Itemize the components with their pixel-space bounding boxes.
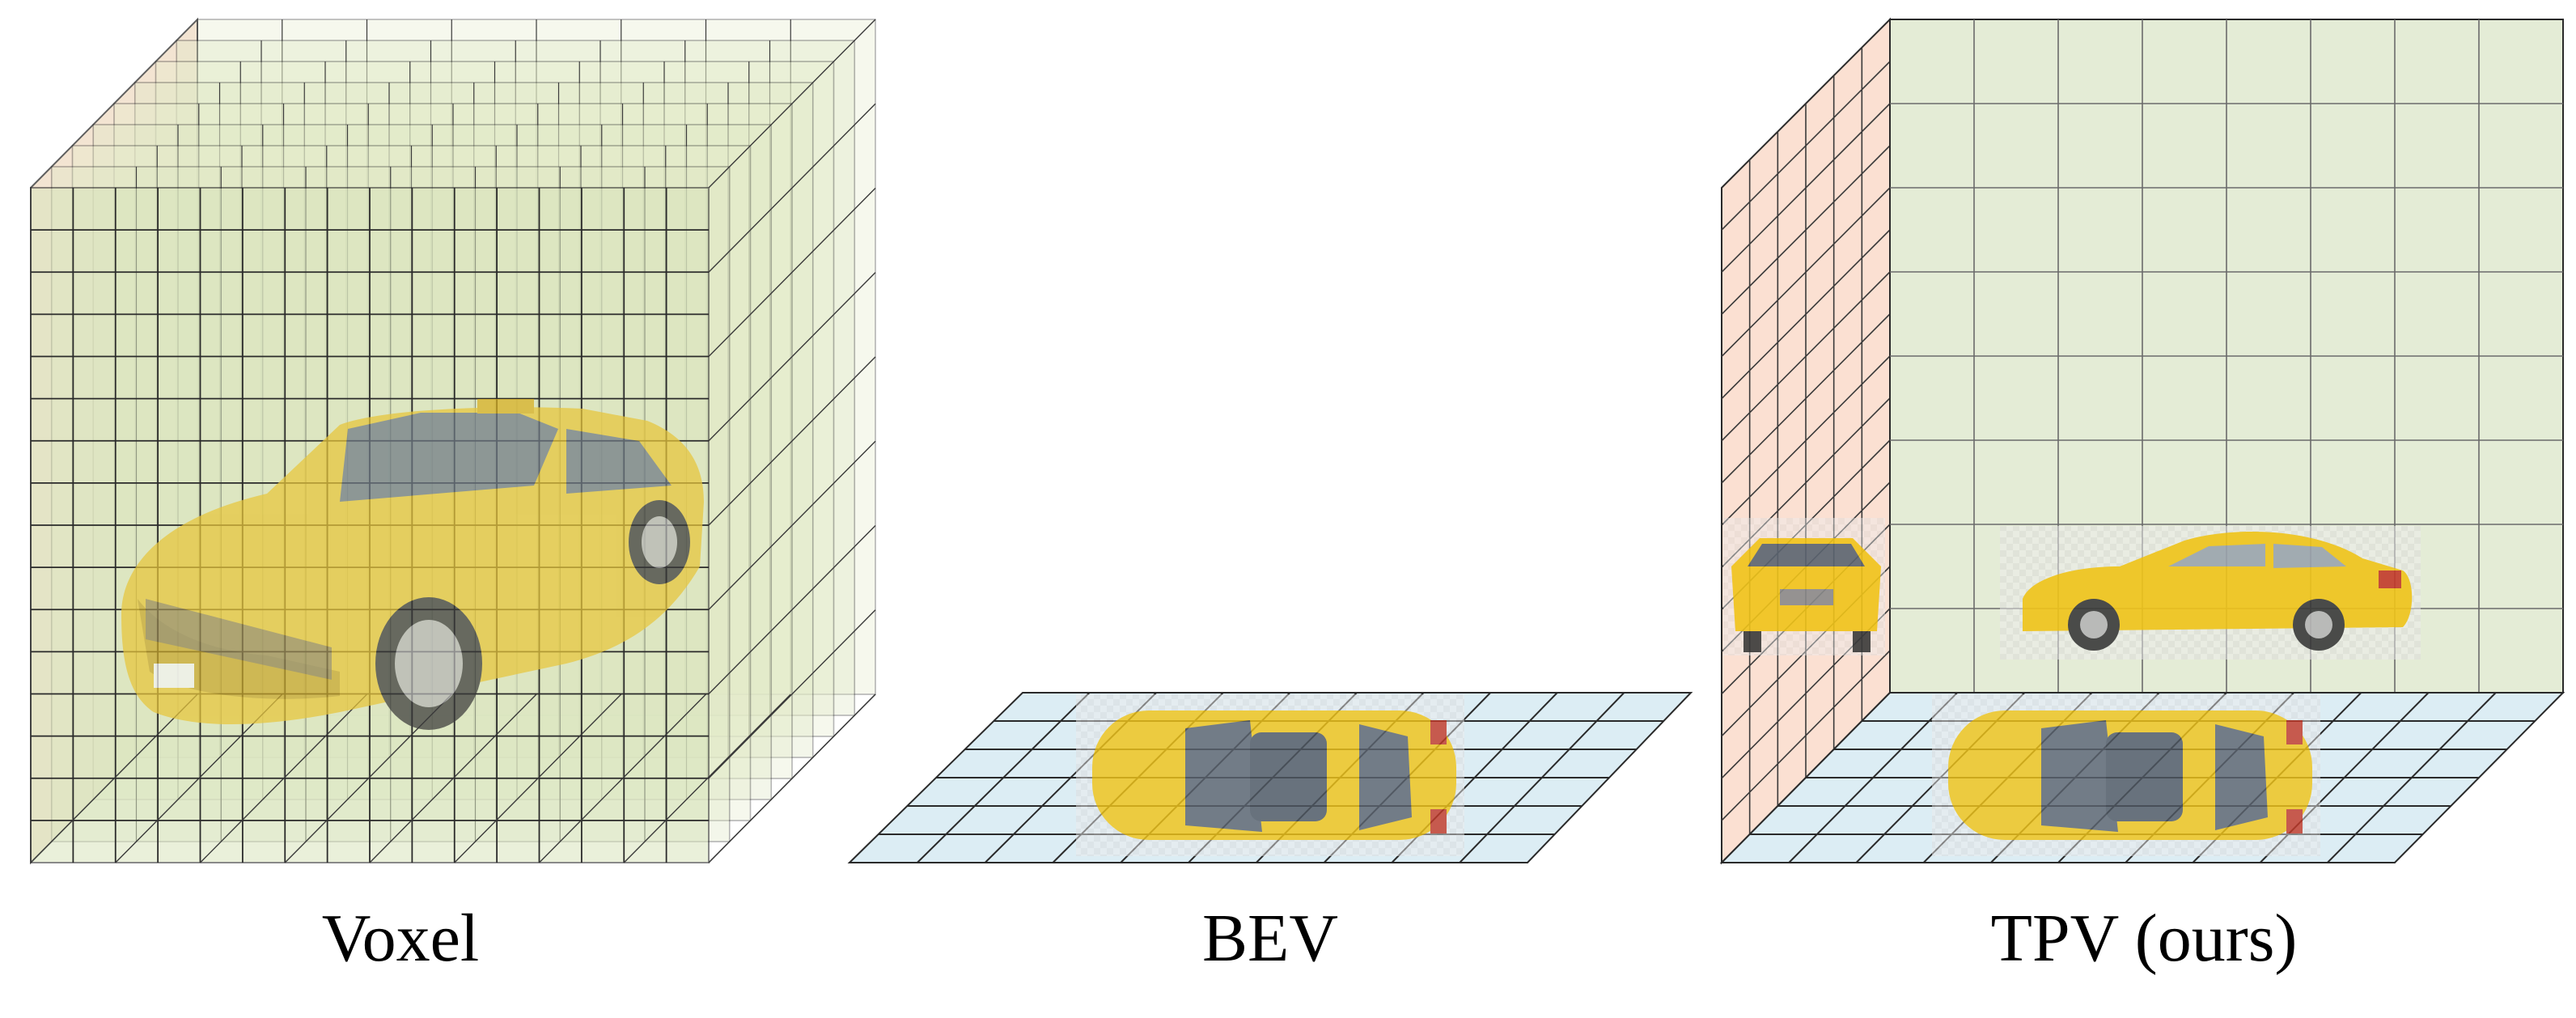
bev-top-view-car — [1076, 694, 1464, 856]
tpv-side-hline — [1721, 355, 1891, 526]
voxel-depth-line — [30, 694, 198, 863]
tpv-panel — [1719, 17, 2565, 865]
voxel-depth-line — [708, 609, 876, 779]
voxel-depth-line — [708, 525, 876, 694]
voxel-depth-line — [708, 19, 876, 189]
tpv-side-hline — [1721, 103, 1891, 273]
tpv-front-view-car — [1723, 518, 1885, 655]
tpv-side-hline — [1721, 61, 1891, 231]
voxel-depth-line — [454, 694, 622, 863]
tpv-side-hline — [1721, 229, 1891, 400]
voxel-depth-line — [200, 694, 367, 863]
voxel-depth-line — [708, 440, 876, 610]
bev-caption: BEV — [1202, 901, 1338, 976]
tpv-side-view-car — [2000, 526, 2421, 660]
tpv-side-hline — [1721, 313, 1891, 484]
tpv-side-hline — [1721, 650, 1891, 821]
tpv-side-hline — [1721, 271, 1891, 442]
tpv-caption: TPV (ours) — [1990, 901, 2298, 976]
voxel-depth-line — [369, 694, 537, 863]
tpv-top-view-car — [1932, 694, 2320, 856]
voxel-depth-line — [708, 103, 876, 273]
tpv-side-hline — [1721, 187, 1891, 358]
voxel-depth-line — [623, 694, 791, 863]
bev-panel — [847, 692, 1693, 863]
voxel-depth-line — [708, 272, 876, 442]
voxel-depth-line — [539, 694, 706, 863]
voxel-depth-line — [708, 356, 876, 526]
tpv-side-hline — [1721, 145, 1891, 315]
voxel-depth-line — [708, 188, 876, 357]
voxel-panel — [30, 17, 876, 865]
voxel-caption: Voxel — [321, 901, 480, 976]
taxi-car-illustration — [121, 399, 704, 730]
voxel-depth-line — [708, 694, 876, 863]
